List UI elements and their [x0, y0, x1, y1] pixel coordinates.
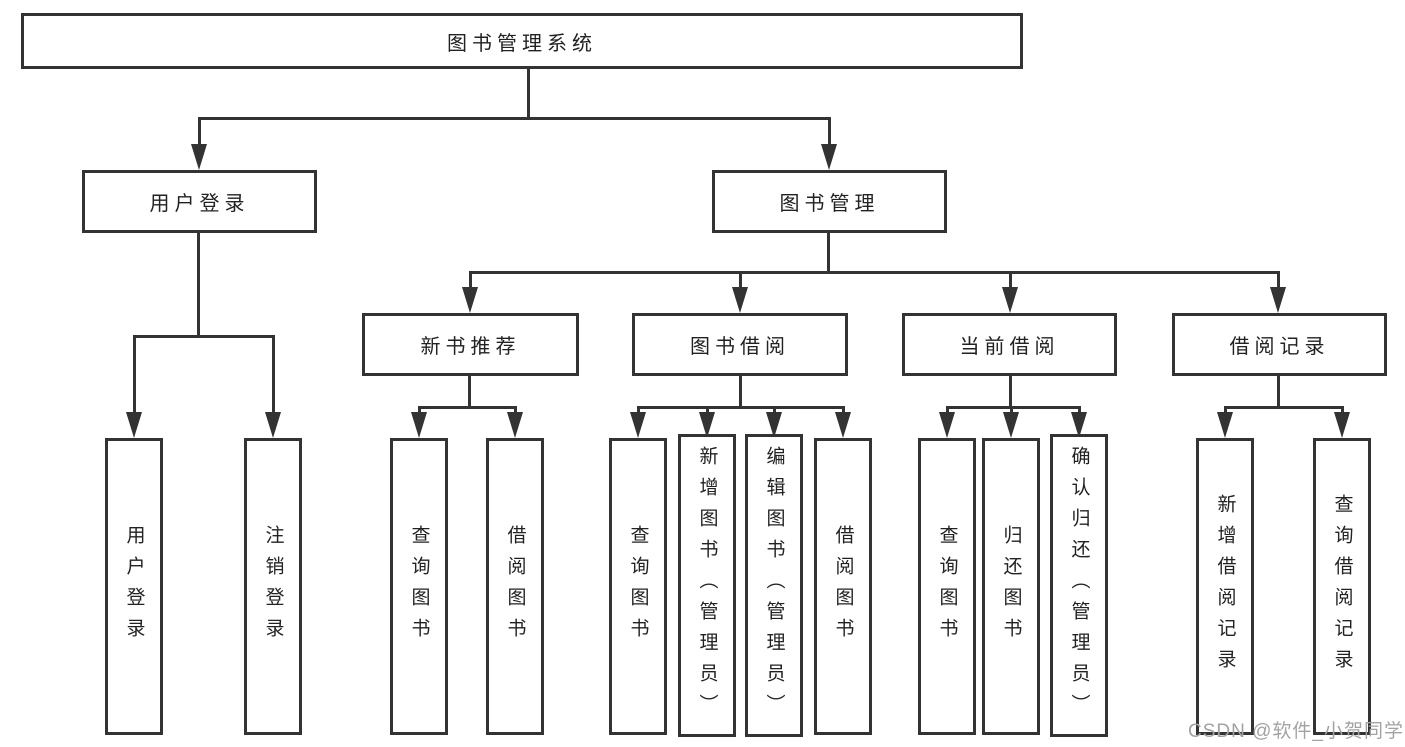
arrow-down-icon [835, 412, 851, 438]
arrow-down-icon [1002, 287, 1018, 313]
arrow-down-icon [630, 412, 646, 438]
leaf-borrow-edit-books-admin-label: 编辑图书（管理员） [763, 446, 785, 725]
connector-arrow-shaft [1009, 271, 1012, 290]
leaf-user-login: 用户登录 [105, 438, 163, 735]
arrow-down-icon [821, 144, 837, 170]
leaf-current-confirm-return-admin-label: 确认归还（管理员） [1068, 446, 1090, 725]
connector-arrow-shaft [198, 117, 201, 147]
node-root-label: 图书管理系统 [447, 32, 597, 55]
connector-arrow-shaft [1341, 406, 1344, 416]
connector-arrow-shaft [469, 271, 472, 290]
node-book-mgmt: 图书管理 [712, 170, 947, 233]
connector-book-borrow-hline [637, 406, 845, 409]
node-user-login: 用户登录 [82, 170, 317, 233]
node-user-login-label: 用户登录 [149, 193, 250, 215]
arrow-down-icon [699, 412, 715, 438]
connector-arrow-shaft [637, 406, 640, 416]
connector-arrow-shaft [739, 271, 742, 290]
node-root: 图书管理系统 [21, 13, 1023, 69]
leaf-newbooks-borrow-books: 借阅图书 [486, 438, 544, 735]
leaf-current-query-books: 查询图书 [918, 438, 976, 735]
leaf-current-return-books-label: 归还图书 [1000, 524, 1022, 649]
arrow-down-icon [1003, 412, 1019, 438]
leaf-current-return-books: 归还图书 [982, 438, 1040, 735]
leaf-records-query-record: 查询借阅记录 [1313, 438, 1371, 735]
leaf-borrow-add-books-admin: 新增图书（管理员） [678, 434, 736, 737]
connector-arrow-shaft [706, 406, 709, 416]
node-borrow-records: 借阅记录 [1172, 313, 1387, 376]
arrow-down-icon [411, 412, 427, 438]
arrow-down-icon [265, 412, 281, 438]
node-current-borrow: 当前借阅 [902, 313, 1117, 376]
leaf-records-add-record: 新增借阅记录 [1196, 438, 1254, 735]
leaf-logout: 注销登录 [244, 438, 302, 735]
node-book-borrow-label: 图书借阅 [690, 336, 790, 358]
arrow-down-icon [766, 412, 782, 438]
connector-arrow-shaft [946, 406, 949, 416]
arrow-down-icon [1334, 412, 1350, 438]
leaf-borrow-borrow-books: 借阅图书 [814, 438, 872, 735]
leaf-current-confirm-return-admin: 确认归还（管理员） [1050, 434, 1108, 737]
connector-arrow-shaft [842, 406, 845, 416]
connector-arrow-shaft [514, 406, 517, 416]
arrow-down-icon [1217, 412, 1233, 438]
leaf-newbooks-query-books: 查询图书 [390, 438, 448, 735]
leaf-records-query-record-label: 查询借阅记录 [1331, 493, 1353, 680]
arrow-down-icon [462, 287, 478, 313]
connector-current-borrow-hline [946, 406, 1081, 409]
connector-arrow-shaft [1224, 406, 1227, 416]
connector-arrow-shaft [1277, 271, 1280, 290]
arrow-down-icon [191, 144, 207, 170]
arrow-down-icon [939, 412, 955, 438]
connector-borrow-records-hline [1224, 406, 1343, 409]
leaf-borrow-borrow-books-label: 借阅图书 [832, 524, 854, 649]
leaf-borrow-add-books-admin-label: 新增图书（管理员） [696, 446, 718, 725]
leaf-newbooks-borrow-books-label: 借阅图书 [504, 524, 526, 649]
leaf-records-add-record-label: 新增借阅记录 [1214, 493, 1236, 680]
connector-arrow-shaft [418, 406, 421, 416]
arrow-down-icon [1270, 287, 1286, 313]
leaf-newbooks-query-books-label: 查询图书 [408, 524, 430, 649]
connector-l3-hline [469, 271, 1280, 274]
connector-root-trunk [527, 69, 530, 118]
leaf-borrow-edit-books-admin: 编辑图书（管理员） [745, 434, 803, 737]
connector-current-borrow-trunk [1009, 376, 1012, 409]
connector-l2-hline [198, 117, 830, 120]
arrow-down-icon [507, 412, 523, 438]
connector-arrow-shaft [773, 406, 776, 416]
node-book-mgmt-label: 图书管理 [779, 193, 880, 215]
connector-user-login-hline [133, 335, 275, 338]
leaf-borrow-query-books-label: 查询图书 [627, 524, 649, 649]
leaf-user-login-label: 用户登录 [123, 524, 145, 649]
csdn-watermark: CSDN @软件_小贺同学 [1188, 721, 1404, 742]
connector-arrow-shaft [1078, 406, 1081, 416]
arrow-down-icon [732, 287, 748, 313]
leaf-logout-label: 注销登录 [262, 524, 284, 649]
connector-arrow-shaft [1010, 406, 1013, 416]
node-book-borrow: 图书借阅 [632, 313, 848, 376]
connector-arrow-shaft [828, 117, 831, 147]
node-borrow-records-label: 借阅记录 [1229, 336, 1330, 358]
node-current-borrow-label: 当前借阅 [959, 336, 1060, 358]
connector-new-books-hline [418, 406, 517, 409]
connector-arrow-shaft [133, 335, 136, 415]
connector-user-login-trunk [197, 233, 200, 337]
node-new-books-label: 新书推荐 [420, 336, 521, 358]
connector-book-borrow-trunk [739, 376, 742, 409]
connector-borrow-records-trunk [1277, 376, 1280, 409]
arrow-down-icon [1071, 412, 1087, 438]
arrow-down-icon [126, 412, 142, 438]
connector-book-mgmt-trunk [827, 233, 830, 274]
node-new-books: 新书推荐 [362, 313, 579, 376]
connector-arrow-shaft [272, 335, 275, 415]
leaf-current-query-books-label: 查询图书 [936, 524, 958, 649]
leaf-borrow-query-books: 查询图书 [609, 438, 667, 735]
connector-new-books-trunk [468, 376, 471, 409]
